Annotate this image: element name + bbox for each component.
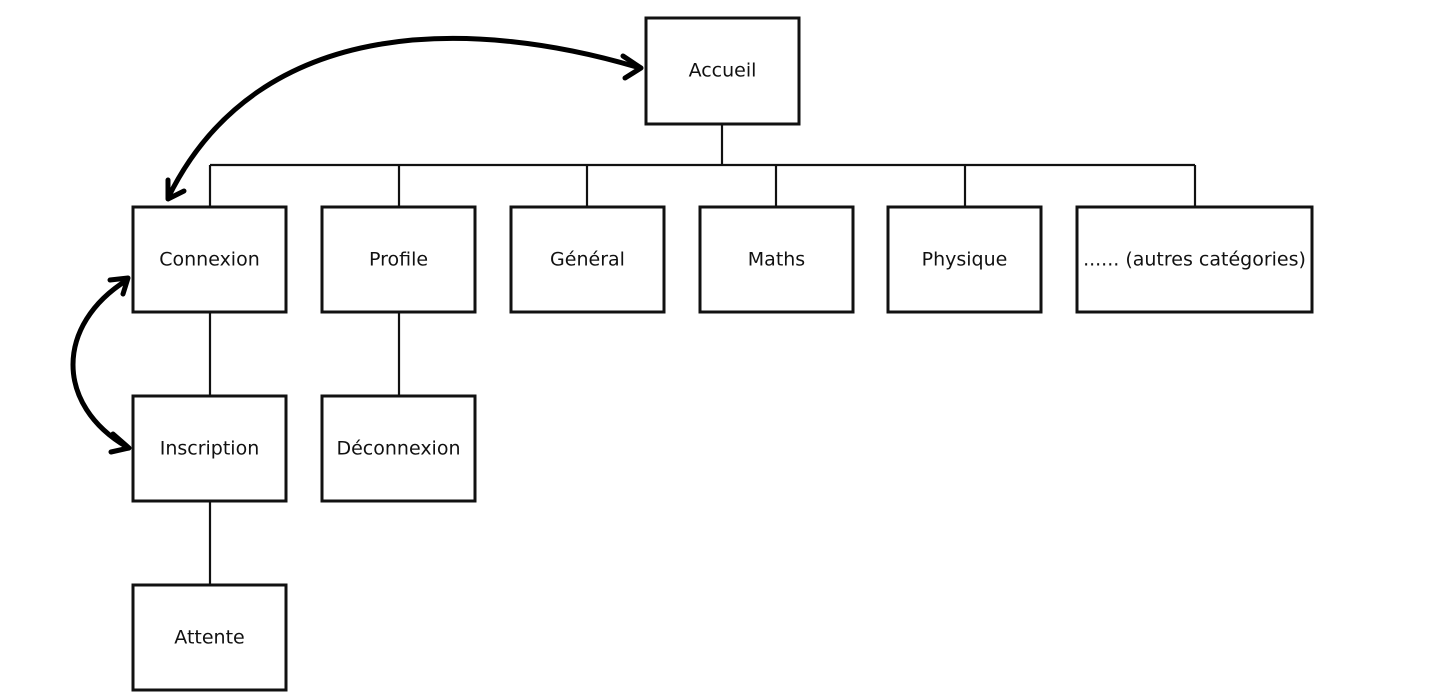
node-label-inscription: Inscription bbox=[160, 438, 260, 460]
arrow-accueil-connexion bbox=[165, 35, 644, 202]
node-label-attente: Attente bbox=[174, 627, 244, 649]
node-general[interactable]: Général bbox=[509, 205, 666, 314]
node-label-deconnexion: Déconnexion bbox=[336, 438, 460, 460]
node-label-connexion: Connexion bbox=[159, 249, 260, 271]
arrow-head-at-connexion bbox=[165, 177, 187, 202]
arrow-connexion-inscription-curve bbox=[70, 277, 130, 450]
arrow-head-at-inscription bbox=[108, 431, 132, 455]
arrow-accueil-connexion-curve bbox=[165, 35, 643, 201]
node-label-accueil: Accueil bbox=[689, 60, 757, 82]
node-inscription[interactable]: Inscription bbox=[131, 394, 288, 503]
arrow-head-at-connexion-left bbox=[107, 275, 131, 297]
node-maths[interactable]: Maths bbox=[698, 205, 855, 314]
node-deconnexion[interactable]: Déconnexion bbox=[320, 394, 477, 503]
node-autres-categories[interactable]: ...... (autres catégories) bbox=[1075, 205, 1314, 314]
node-label-general: Général bbox=[550, 249, 625, 271]
arrow-connexion-inscription bbox=[70, 275, 132, 455]
node-label-physique: Physique bbox=[922, 249, 1008, 271]
node-label-profile: Profile bbox=[369, 249, 428, 271]
node-label-maths: Maths bbox=[748, 249, 805, 271]
arrow-head-at-accueil bbox=[620, 53, 644, 81]
node-physique[interactable]: Physique bbox=[886, 205, 1043, 314]
navigation-arrows bbox=[70, 35, 644, 455]
node-profile[interactable]: Profile bbox=[320, 205, 477, 314]
tree-connectors bbox=[208, 124, 1197, 585]
node-attente[interactable]: Attente bbox=[131, 583, 288, 692]
node-connexion[interactable]: Connexion bbox=[131, 205, 288, 314]
node-accueil[interactable]: Accueil bbox=[644, 16, 801, 126]
node-label-autres-categories: ...... (autres catégories) bbox=[1083, 249, 1306, 271]
